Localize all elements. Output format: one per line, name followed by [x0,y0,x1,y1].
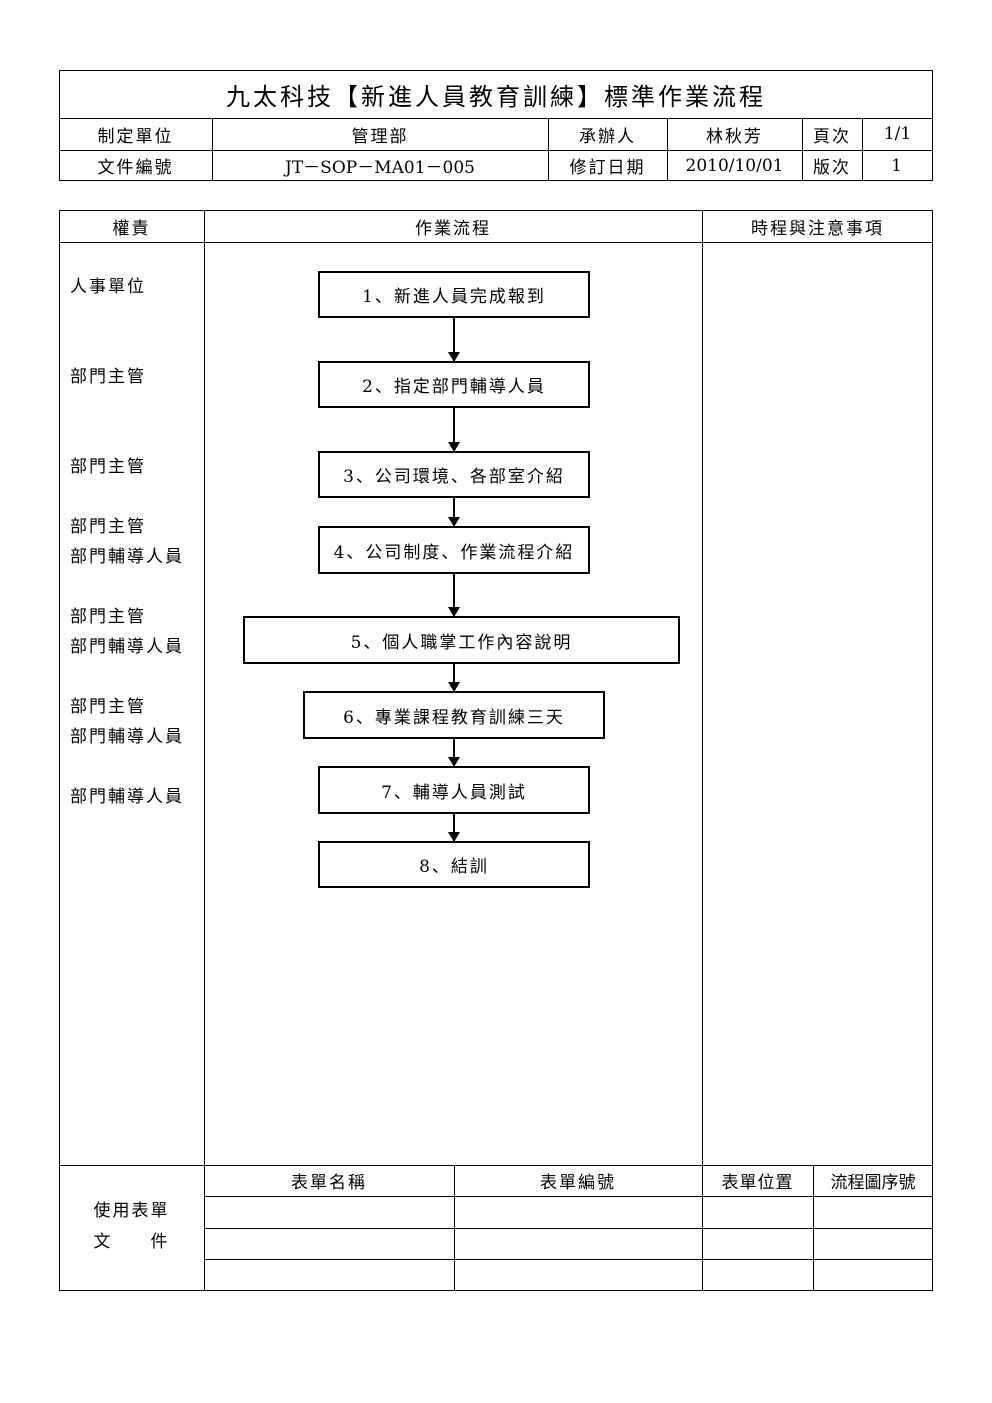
role-2: 部門主管 [70,362,146,392]
page-value: 1/1 [883,124,912,144]
col-responsibility: 權責 [112,218,151,239]
divider [702,210,703,1166]
label-docno: 文件編號 [97,158,174,178]
divider [454,1165,455,1291]
role-line: 部門輔導人員 [70,637,184,657]
forms-label: 使用表單 文 件 [59,1196,204,1258]
role-6: 部門主管 部門輔導人員 [70,692,184,752]
role-line: 部門輔導人員 [70,787,184,807]
role-line: 部門主管 [70,517,146,537]
label-version: 版次 [813,158,851,178]
arrow-down-icon [448,574,460,617]
arrow-down-icon [448,408,460,452]
flow-step-6: 6、專業課程教育訓練三天 [303,691,605,739]
flow-step-1: 1、新進人員完成報到 [318,271,590,318]
flow-step-3: 3、公司環境、各部室介紹 [318,451,590,498]
col-form-no: 表單編號 [540,1173,616,1193]
page-title: 九太科技【新進人員教育訓練】標準作業流程 [226,82,766,111]
version-value: 1 [891,155,904,176]
role-line: 部門輔導人員 [70,547,184,567]
label-revdate: 修訂日期 [569,158,646,178]
docno-value: JT－SOP－MA01－005 [285,158,475,178]
main-table [59,210,933,1291]
arrow-down-icon [448,664,460,692]
divider [59,150,933,151]
role-1: 人事單位 [70,272,146,302]
flow-step-2: 2、指定部門輔導人員 [318,361,590,408]
dept-value: 管理部 [351,126,409,147]
revdate-value: 2010/10/01 [685,155,784,176]
col-flow: 作業流程 [415,218,491,239]
flow-step-5: 5、個人職掌工作內容說明 [243,616,680,664]
arrow-down-icon [448,498,460,527]
divider [59,242,933,243]
divider [548,118,549,181]
role-line: 部門主管 [70,457,146,477]
col-notes: 時程與注意事項 [751,218,884,239]
forms-label-line: 文 件 [93,1232,170,1252]
role-line: 部門主管 [70,367,146,387]
col-flow-seq: 流程圖序號 [830,1173,916,1193]
divider [802,118,803,181]
label-handler: 承辦人 [579,126,636,147]
divider [702,1165,703,1291]
flow-step-7: 7、輔導人員測試 [318,766,590,814]
flow-step-8: 8、結訓 [318,841,590,888]
divider [59,1165,933,1166]
divider [667,118,668,181]
divider [204,1228,933,1229]
divider [813,1165,814,1291]
arrow-down-icon [448,739,460,767]
label-page: 頁次 [813,126,851,147]
col-form-location: 表單位置 [721,1173,794,1193]
arrow-down-icon [448,318,460,362]
role-5: 部門主管 部門輔導人員 [70,602,184,662]
divider [212,118,213,181]
flow-step-4: 4、公司制度、作業流程介紹 [318,526,590,574]
divider [204,1259,933,1260]
arrow-down-icon [448,814,460,842]
forms-label-line: 使用表單 [93,1201,170,1221]
role-line: 部門輔導人員 [70,727,184,747]
divider [204,210,205,1291]
role-line: 人事單位 [70,277,146,297]
role-3: 部門主管 [70,452,146,482]
divider [59,118,933,119]
divider [862,118,863,181]
divider [204,1196,933,1197]
role-line: 部門主管 [70,607,146,627]
header-table [59,70,933,181]
label-dept: 制定單位 [97,126,174,147]
handler-value: 林秋芳 [706,126,763,147]
role-4: 部門主管 部門輔導人員 [70,512,184,572]
role-line: 部門主管 [70,697,146,717]
col-form-name: 表單名稱 [291,1173,367,1193]
role-7: 部門輔導人員 [70,782,184,812]
